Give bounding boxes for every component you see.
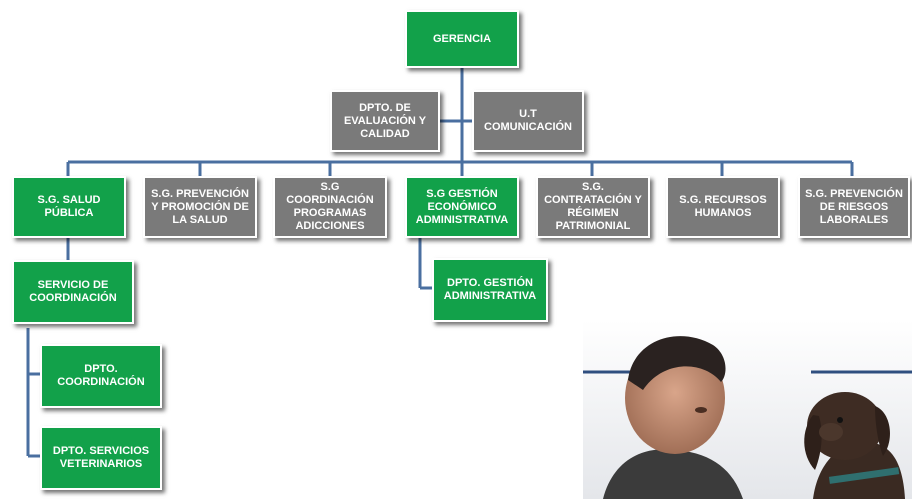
sg-contratacion-regimen-box[interactable]: S.G. CONTRATACIÓN Y RÉGIMEN PATRIMONIAL: [536, 176, 650, 238]
dpto-gestion-administrativa-box[interactable]: DPTO. GESTIÓN ADMINISTRATIVA: [432, 258, 548, 322]
gerencia-box[interactable]: GERENCIA: [405, 10, 519, 68]
dpto-servicios-veterinarios-box[interactable]: DPTO. SERVICIOS VETERINARIOS: [40, 426, 162, 490]
sg-gestion-economico-box[interactable]: S.G GESTIÓN ECONÓMICO ADMINISTRATIVA: [405, 176, 519, 238]
dpto-coordinacion-box[interactable]: DPTO. COORDINACIÓN: [40, 344, 162, 408]
ut-comunicacion-box[interactable]: U.T COMUNICACIÓN: [472, 90, 584, 152]
sg-salud-publica-box[interactable]: S.G. SALUD PÚBLICA: [12, 176, 126, 238]
man-and-dog-image: [583, 320, 912, 499]
sg-coordinacion-adicciones-box[interactable]: S.G COORDINACIÓN PROGRAMAS ADICCIONES: [273, 176, 387, 238]
servicio-coordinacion-box[interactable]: SERVICIO DE COORDINACIÓN: [12, 260, 134, 324]
sg-prevencion-riesgos-box[interactable]: S.G. PREVENCIÓN DE RIESGOS LABORALES: [798, 176, 910, 238]
sg-recursos-humanos-box[interactable]: S.G. RECURSOS HUMANOS: [666, 176, 780, 238]
dpto-evaluacion-calidad-box[interactable]: DPTO. DE EVALUACIÓN Y CALIDAD: [330, 90, 440, 152]
sg-prevencion-promocion-box[interactable]: S.G. PREVENCIÓN Y PROMOCIÓN DE LA SALUD: [143, 176, 257, 238]
